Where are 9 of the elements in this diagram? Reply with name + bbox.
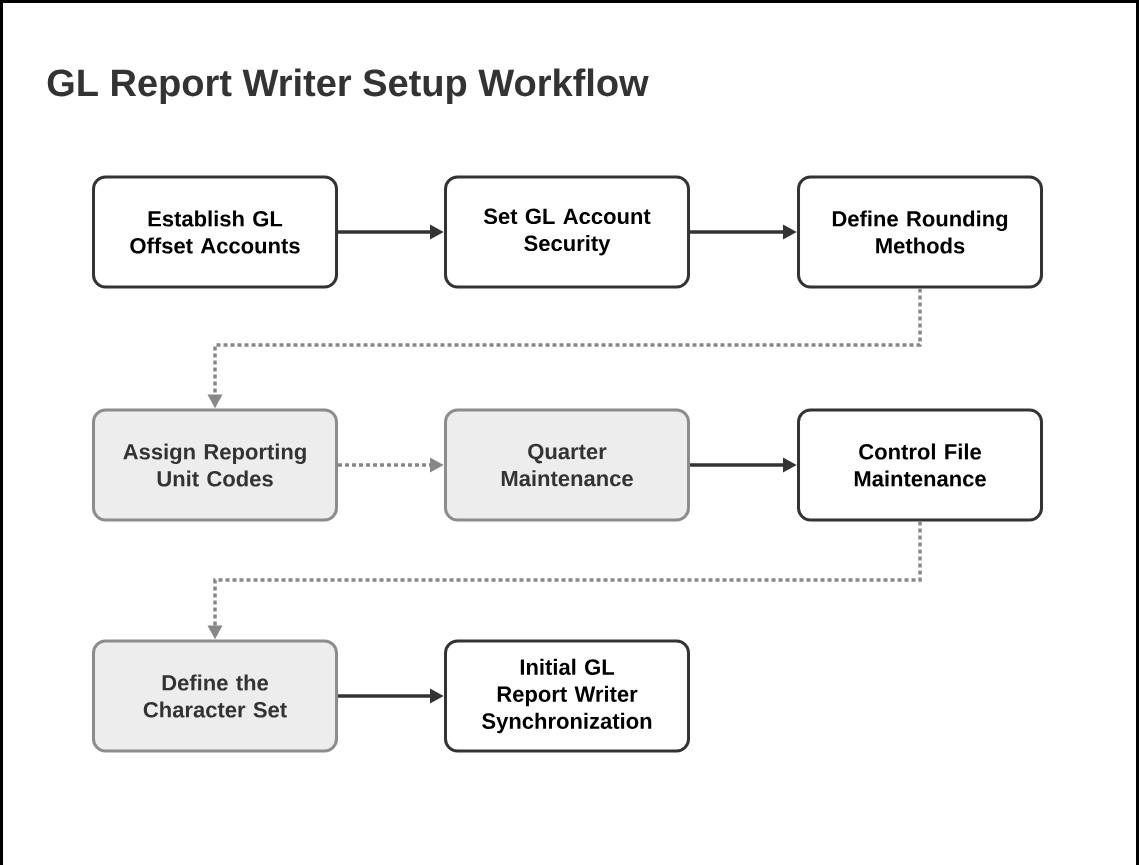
- process-box: Define the Character Set: [92, 639, 338, 753]
- process-box: Quarter Maintenance: [444, 408, 690, 522]
- process-box: Establish GL Offset Accounts: [92, 175, 338, 289]
- process-box: Define Rounding Methods: [797, 175, 1043, 289]
- process-box: Assign Reporting Unit Codes: [92, 408, 338, 522]
- title: GL Report Writer Setup Workflow: [47, 68, 649, 104]
- process-box: Initial GL Report Writer Synchronization: [444, 639, 690, 753]
- process-box: Set GL Account Security: [444, 175, 690, 289]
- process-box: Control File Maintenance: [797, 408, 1043, 522]
